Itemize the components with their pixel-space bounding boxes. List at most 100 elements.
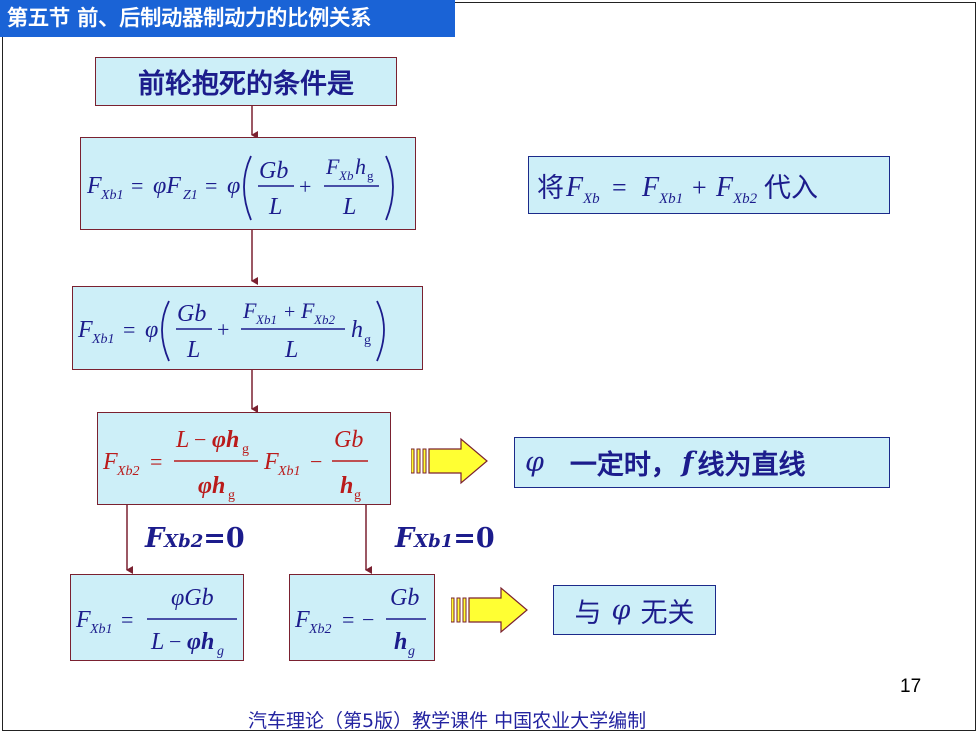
svg-text:Xb1: Xb1: [658, 191, 683, 207]
svg-text:−: −: [169, 629, 181, 654]
equation-f-line: F Xb2 = L − φh g φh g F Xb1 − Gb h g: [97, 412, 391, 505]
svg-text:Gb: Gb: [390, 585, 419, 611]
svg-text:F: F: [641, 172, 660, 203]
svg-text:h: h: [355, 154, 366, 179]
note-straight-line: φ 一定时， f 线为直线: [514, 437, 890, 488]
svg-text:F: F: [294, 607, 310, 633]
block-arrow-right-icon-2: [451, 586, 528, 634]
svg-text:g: g: [408, 644, 415, 659]
svg-text:F: F: [242, 298, 257, 323]
equation-fxb1-result: F Xb1 = φGb L − φh g: [70, 574, 244, 661]
svg-text:F: F: [77, 317, 93, 343]
svg-text:h: h: [394, 629, 407, 655]
block-arrow-right-icon: [411, 437, 488, 485]
svg-text:g: g: [367, 168, 374, 183]
svg-text:g: g: [354, 488, 361, 503]
svg-text:Xb2: Xb2: [732, 191, 758, 207]
svg-text:F: F: [102, 449, 118, 475]
svg-text:φ: φ: [227, 173, 240, 199]
equation-fxb2-result-formula: F Xb2 = − Gb h g: [294, 585, 426, 659]
svg-text:φh: φh: [212, 427, 239, 453]
svg-text:g: g: [228, 488, 235, 503]
svg-text:−: −: [362, 607, 374, 632]
svg-text:Xb2: Xb2: [313, 312, 335, 327]
svg-text:Gb: Gb: [177, 301, 206, 327]
equation-f-line-formula: F Xb2 = L − φh g φh g F Xb1 − Gb h g: [102, 427, 368, 503]
equation-substituted-formula: F Xb1 = φ Gb L + F Xb1 + F Xb2 L h g: [77, 298, 385, 363]
svg-text:=: =: [612, 173, 627, 202]
svg-text:L: L: [268, 194, 282, 220]
svg-text:Xb1: Xb1: [277, 464, 301, 479]
note-straight-line-text: 一定时，: [569, 450, 678, 481]
substitution-note: 将 F Xb = F Xb1 + F Xb2 代入: [528, 156, 890, 214]
svg-text:−: −: [310, 449, 322, 474]
svg-text:L: L: [342, 194, 356, 220]
note-independent: 与 φ 无关: [553, 585, 716, 635]
svg-text:Xb2: Xb2: [308, 622, 332, 637]
page-number: 17: [900, 676, 922, 697]
equation-fxb1-result-formula: F Xb1 = φGb L − φh g: [75, 585, 237, 659]
svg-text:φF: φF: [153, 173, 181, 199]
condition-fxb1-zero: FXb1=0: [395, 523, 495, 554]
f-symbol: f: [681, 447, 694, 478]
svg-text:Xb1: Xb1: [255, 312, 277, 327]
svg-text:=: =: [131, 173, 143, 198]
svg-text:Xb1: Xb1: [89, 622, 113, 637]
svg-text:Z1: Z1: [183, 188, 198, 203]
svg-text:h: h: [351, 317, 363, 343]
footer-text: 汽车理论（第5版）教学课件 中国农业大学编制: [248, 710, 647, 732]
phi-symbol-2: φ: [611, 594, 631, 626]
svg-text:F: F: [715, 172, 734, 203]
svg-text:φGb: φGb: [171, 585, 214, 611]
svg-text:F: F: [263, 449, 279, 475]
svg-text:+: +: [692, 173, 707, 202]
svg-text:−: −: [194, 427, 206, 452]
svg-text:φ: φ: [145, 317, 158, 343]
svg-text:Gb: Gb: [334, 427, 363, 453]
equation-front-lock-formula: F Xb1 = φF Z1 = φ Gb L + F Xb h g L: [86, 154, 394, 221]
svg-text:F: F: [86, 173, 102, 199]
phi-symbol: φ: [525, 447, 544, 478]
substitution-suffix: 代入: [764, 172, 818, 204]
equation-fxb2-result: F Xb2 = − Gb h g: [289, 574, 435, 661]
substitution-prefix: 将: [537, 172, 564, 204]
svg-text:=: =: [342, 607, 354, 632]
svg-text:g: g: [242, 442, 249, 457]
svg-text:Xb1: Xb1: [100, 188, 124, 203]
svg-text:=: =: [205, 173, 217, 198]
svg-text:F: F: [75, 607, 91, 633]
svg-text:L: L: [284, 337, 298, 363]
heading-box: 前轮抱死的条件是: [95, 57, 397, 106]
note-independent-post: 无关: [640, 597, 695, 629]
equation-substituted: F Xb1 = φ Gb L + F Xb1 + F Xb2 L h g: [72, 286, 423, 370]
svg-text:g: g: [217, 644, 224, 659]
svg-text:+: +: [217, 317, 229, 342]
svg-text:=: =: [150, 449, 162, 474]
svg-text:=: =: [123, 317, 135, 342]
svg-text:F: F: [300, 298, 315, 323]
equation-front-lock: F Xb1 = φF Z1 = φ Gb L + F Xb h g L: [80, 137, 416, 230]
svg-text:Xb: Xb: [582, 191, 600, 207]
heading-text: 前轮抱死的条件是: [138, 69, 354, 100]
svg-text:Gb: Gb: [259, 158, 288, 184]
svg-text:Xb2: Xb2: [116, 464, 140, 479]
svg-text:=: =: [121, 607, 133, 632]
slide-title: 第五节 前、后制动器制动力的比例关系: [0, 0, 455, 37]
svg-text:Xb1: Xb1: [91, 332, 115, 347]
svg-text:h: h: [340, 473, 353, 499]
svg-text:F: F: [325, 154, 340, 179]
svg-text:+: +: [284, 301, 295, 323]
note-independent-pre: 与: [574, 597, 602, 629]
svg-text:φh: φh: [187, 629, 214, 655]
note-straight-line-tail: 线为直线: [697, 450, 806, 481]
svg-text:+: +: [299, 174, 311, 199]
substitution-formula: F Xb = F Xb1 + F Xb2: [565, 172, 758, 207]
svg-text:L: L: [150, 629, 164, 655]
svg-text:L: L: [175, 427, 189, 453]
svg-text:φh: φh: [198, 473, 225, 499]
condition-fxb2-zero: FXb2=0: [145, 523, 245, 554]
svg-text:Xb: Xb: [338, 168, 354, 183]
svg-text:F: F: [565, 172, 584, 203]
svg-text:L: L: [186, 337, 200, 363]
